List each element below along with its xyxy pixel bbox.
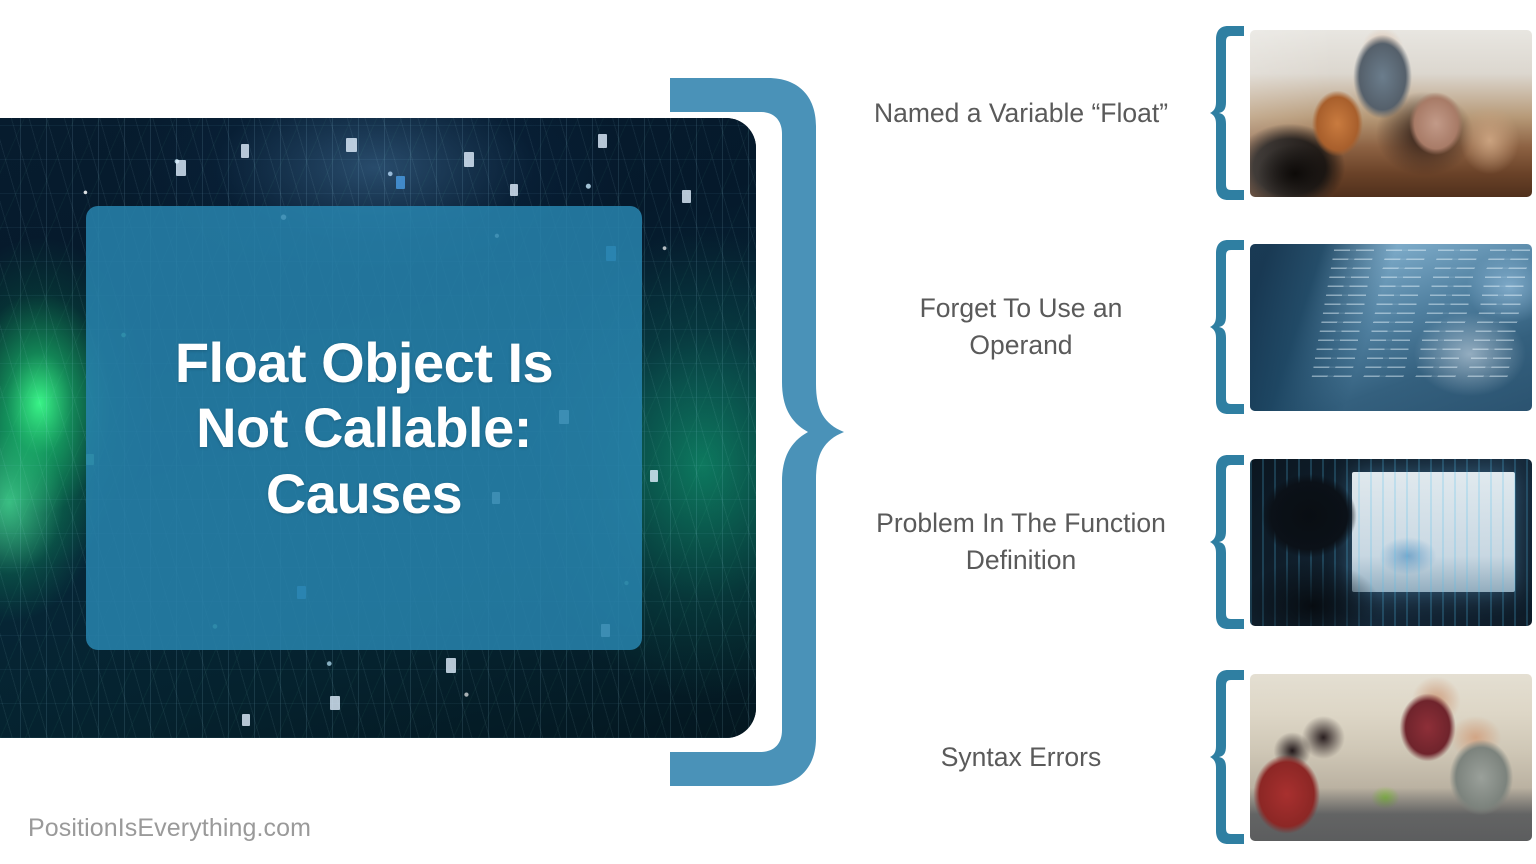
cause-label-3-line-1: Problem In The Function xyxy=(876,508,1166,539)
cause-label-4-line-1: Syntax Errors xyxy=(940,741,1102,772)
cause-row-3: Problem In The Function Definition xyxy=(840,447,1536,637)
cause-row-1: Named a Variable “Float” xyxy=(840,18,1536,208)
main-curly-brace-icon xyxy=(670,78,844,786)
cause-row-2: Forget To Use an Operand xyxy=(840,232,1536,422)
page-title-line-1: Float Object Is xyxy=(174,330,554,394)
cause-label-3: Problem In The Function Definition xyxy=(840,505,1210,578)
cause-image-4 xyxy=(1246,669,1536,845)
cause-image-2 xyxy=(1246,239,1536,415)
cause-label-1-line-1: Named a Variable “Float” xyxy=(873,97,1169,128)
site-watermark: PositionIsEverything.com xyxy=(28,814,312,842)
cause-row-4: Syntax Errors xyxy=(840,662,1536,852)
cause-label-2: Forget To Use an Operand xyxy=(840,290,1210,363)
hero-panel: Float Object Is Not Callable: Causes xyxy=(0,118,756,738)
page-title-line-2: Not Callable: xyxy=(196,396,532,460)
row-curly-brace-icon-2 xyxy=(1210,240,1244,414)
cause-label-3-line-2: Definition xyxy=(965,545,1077,575)
cause-image-1 xyxy=(1246,25,1536,201)
row-curly-brace-icon-1 xyxy=(1210,26,1244,200)
page-title-line-3: Causes xyxy=(265,461,463,525)
row-curly-brace-icon-3 xyxy=(1210,455,1244,629)
cause-image-3 xyxy=(1246,454,1536,630)
cause-label-2-line-1: Forget To Use an xyxy=(919,293,1123,324)
row-curly-brace-icon-4 xyxy=(1210,670,1244,844)
cause-label-4: Syntax Errors xyxy=(840,739,1210,776)
hero-title-card xyxy=(86,206,642,650)
page-title: Float Object Is Not Callable: Causes xyxy=(86,206,642,650)
cause-label-1: Named a Variable “Float” xyxy=(840,95,1210,132)
cause-label-2-line-2: Operand xyxy=(969,330,1073,360)
